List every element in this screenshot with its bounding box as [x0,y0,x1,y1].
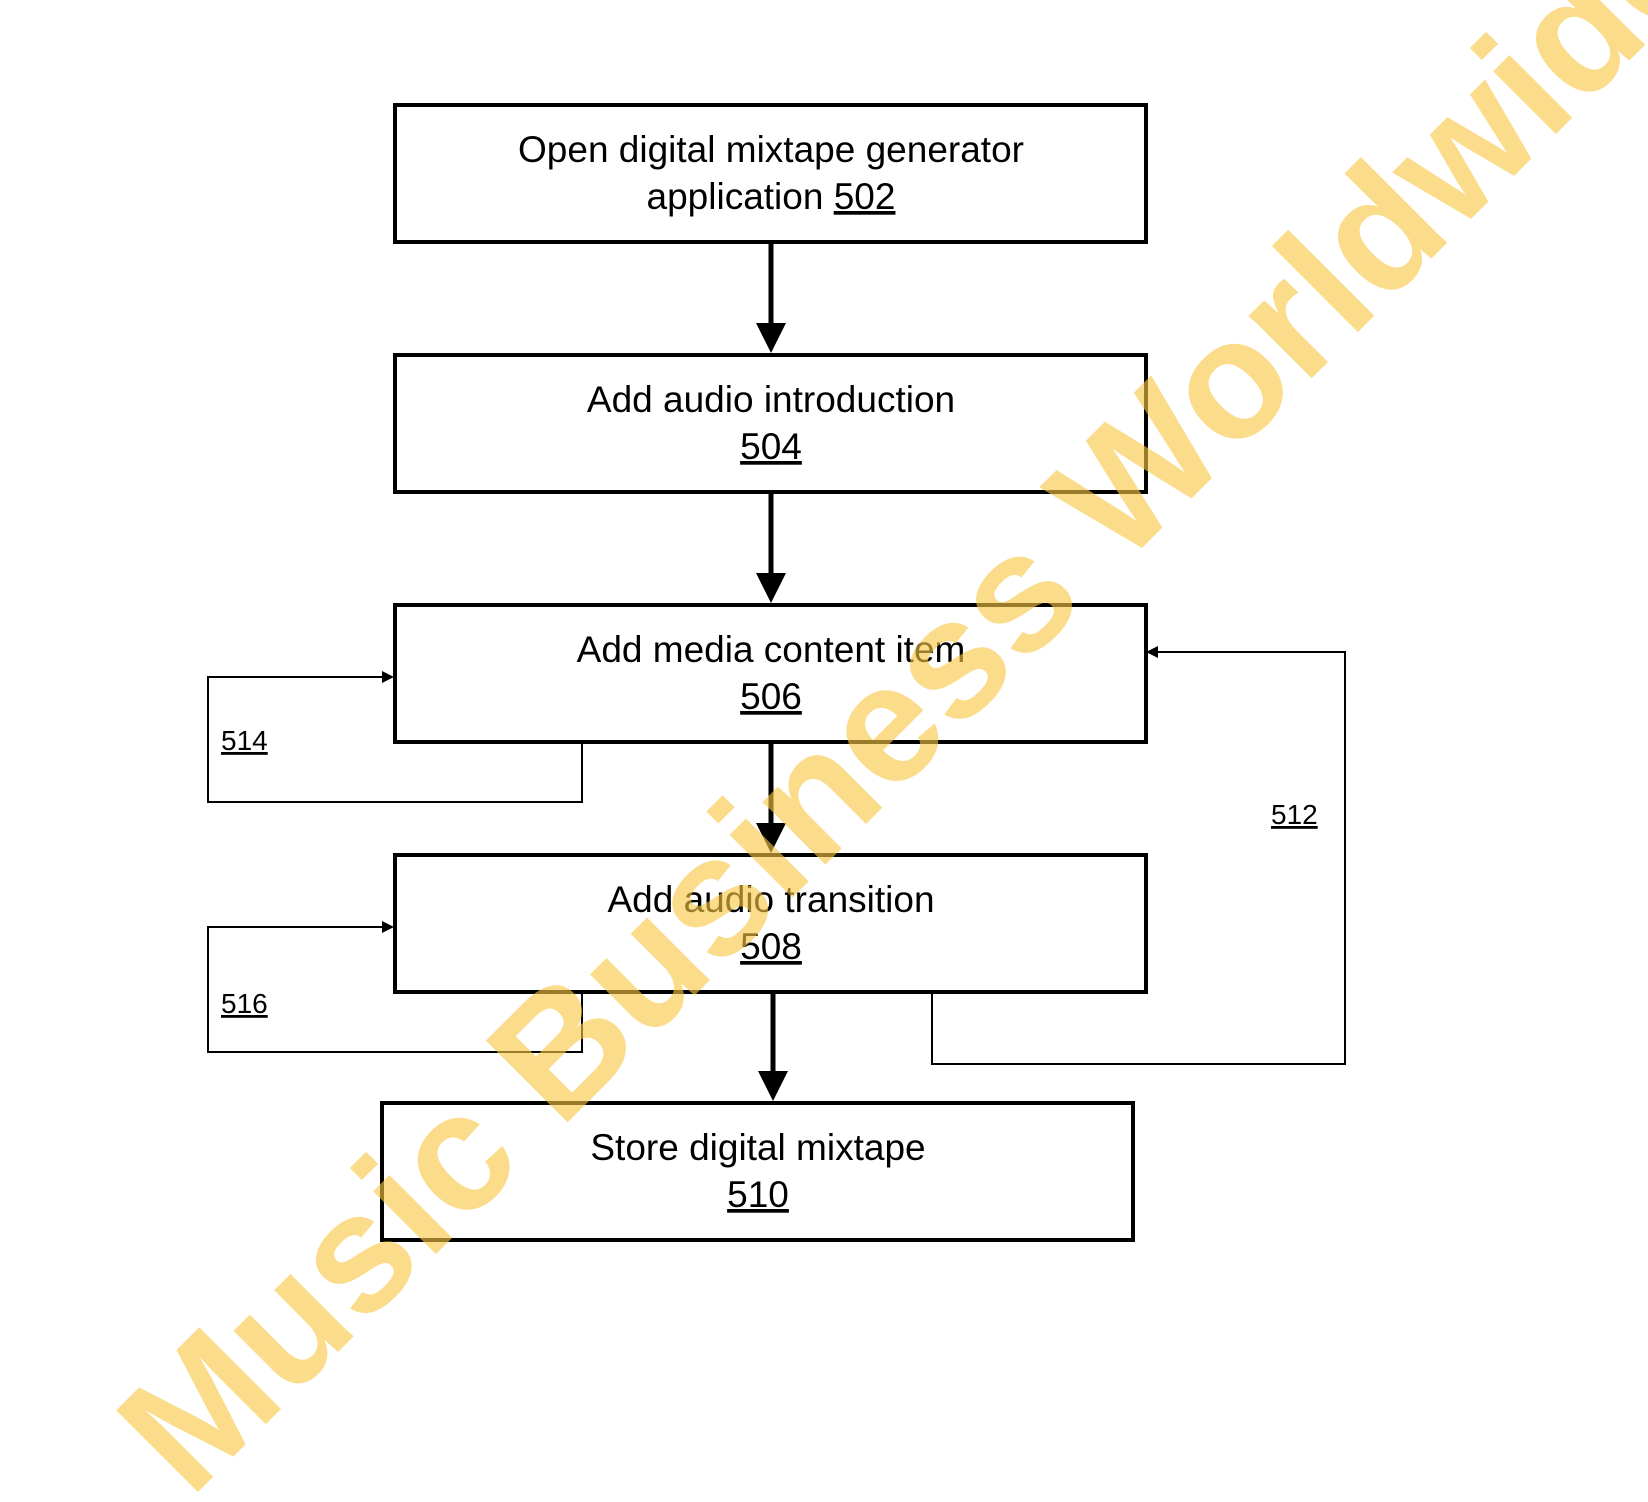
step-502-line2-text: application [647,176,834,217]
loop-label-512: 512 [1271,799,1318,830]
step-506-ref: 506 [740,676,802,717]
step-510-ref: 510 [727,1174,789,1215]
step-box-504 [393,353,1148,494]
loop-connector-512 [931,646,1346,1065]
step-502-line2: application 502 [647,176,896,217]
loop-label-516: 516 [221,988,268,1019]
step-502-ref: 502 [834,176,896,217]
loop-connector-514 [207,671,583,803]
step-508-ref: 508 [740,926,802,967]
step-504-label: Add audio introduction [587,379,955,420]
step-508-label: Add audio transition [607,879,934,920]
step-504-ref: 504 [740,426,802,467]
step-box-506 [393,603,1148,744]
step-box-502 [393,103,1148,244]
loop-label-514: 514 [221,725,268,756]
step-506-label: Add media content item [577,629,966,670]
step-box-508 [393,853,1148,994]
step-box-510 [380,1101,1135,1242]
step-502-line1: Open digital mixtape generator [518,129,1024,170]
step-510-label: Store digital mixtape [590,1127,925,1168]
loop-connector-516 [207,921,583,1053]
